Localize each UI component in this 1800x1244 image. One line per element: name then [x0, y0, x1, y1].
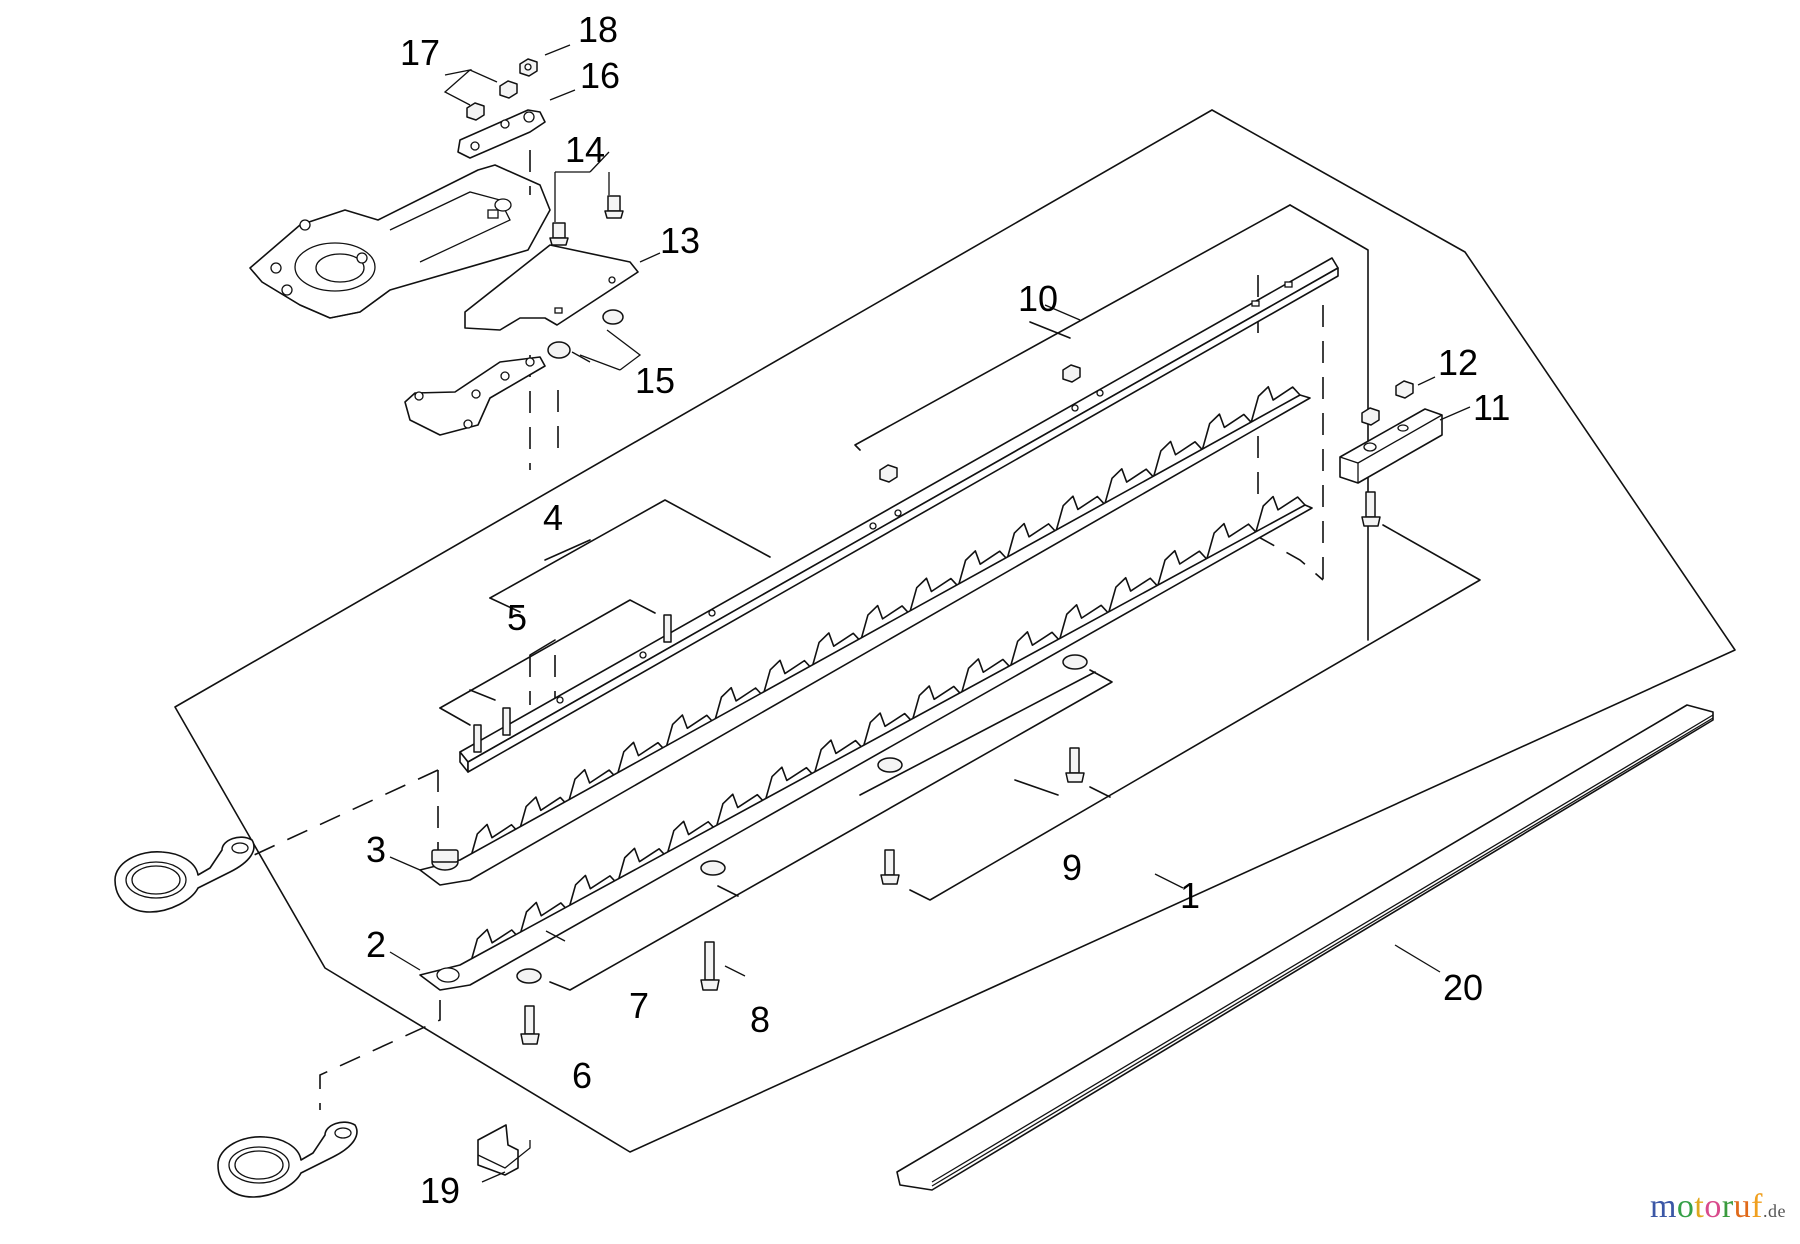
callout-9: 9	[1062, 847, 1082, 888]
callout-19: 19	[420, 1170, 460, 1211]
callout-13: 13	[660, 220, 700, 261]
part-10-guide-bar	[459, 257, 1339, 773]
callout-4: 4	[543, 497, 563, 538]
callout-14: 14	[565, 129, 605, 170]
part-2-lower-blade	[419, 495, 1313, 991]
part-5-studs	[473, 614, 672, 753]
watermark-letter: t	[1694, 1188, 1705, 1225]
callout-7: 7	[629, 985, 649, 1026]
connecting-rod-lower	[217, 1121, 358, 1198]
part-14-bolts	[549, 195, 624, 246]
connecting-rod-upper	[114, 836, 255, 913]
group-outline-9	[909, 524, 1481, 901]
part-7-washers	[516, 654, 1088, 984]
lower-bracket-plate	[404, 356, 546, 436]
watermark-letter: r	[1721, 1188, 1734, 1225]
part-12-nut	[1395, 380, 1414, 399]
part-8-bolt	[700, 941, 720, 991]
callout-17: 17	[400, 32, 440, 73]
callout-12: 12	[1438, 342, 1478, 383]
watermark-tld: .de	[1763, 1201, 1786, 1221]
watermark-letter: o	[1704, 1188, 1722, 1225]
part-15-nuts	[547, 309, 624, 359]
part-6-bolt	[520, 1005, 540, 1045]
callout-2: 2	[366, 924, 386, 965]
callout-10: 10	[1018, 278, 1058, 319]
group-outline-5	[439, 599, 656, 726]
callout-11: 11	[1473, 387, 1510, 428]
callout-15: 15	[635, 360, 675, 401]
callout-3: 3	[366, 829, 386, 870]
gear-housing	[249, 164, 551, 319]
motoruf-watermark: motoruf.de	[1650, 1188, 1786, 1226]
part-10-nuts	[879, 364, 1380, 483]
watermark-letter: f	[1751, 1188, 1763, 1225]
watermark-letter: m	[1649, 1188, 1677, 1225]
callout-16: 16	[580, 55, 620, 96]
part-11-channel-bracket	[1339, 408, 1443, 484]
group-outline-7	[549, 669, 1113, 991]
callout-6: 6	[572, 1055, 592, 1096]
part-13-cover-plate	[464, 244, 639, 331]
part-20-blade-cover	[896, 704, 1714, 1191]
watermark-letter: u	[1733, 1188, 1752, 1225]
callout-18: 18	[578, 9, 618, 50]
part-17-nuts	[466, 80, 518, 121]
callout-1: 1	[1180, 875, 1200, 916]
callout-5: 5	[507, 597, 527, 638]
watermark-letter: o	[1676, 1188, 1695, 1225]
part-3-upper-blade	[419, 385, 1311, 886]
part-18-nut	[519, 58, 538, 77]
part-16-link-plate	[457, 109, 546, 159]
group-outline-4	[489, 499, 771, 613]
part-9-bolt-right	[1361, 491, 1381, 527]
part-9-bolts	[880, 747, 1085, 885]
callout-8: 8	[750, 999, 770, 1040]
part-19-clip	[477, 1124, 531, 1176]
leader-lines	[389, 44, 1471, 1183]
group-outline-1	[174, 109, 1736, 1153]
callout-20: 20	[1443, 967, 1483, 1008]
group-outline-10	[854, 204, 1369, 641]
callouts: 1 2 3 4 5 6 7 8 9 10 11 12 13 14 15 16 1…	[366, 9, 1510, 1211]
